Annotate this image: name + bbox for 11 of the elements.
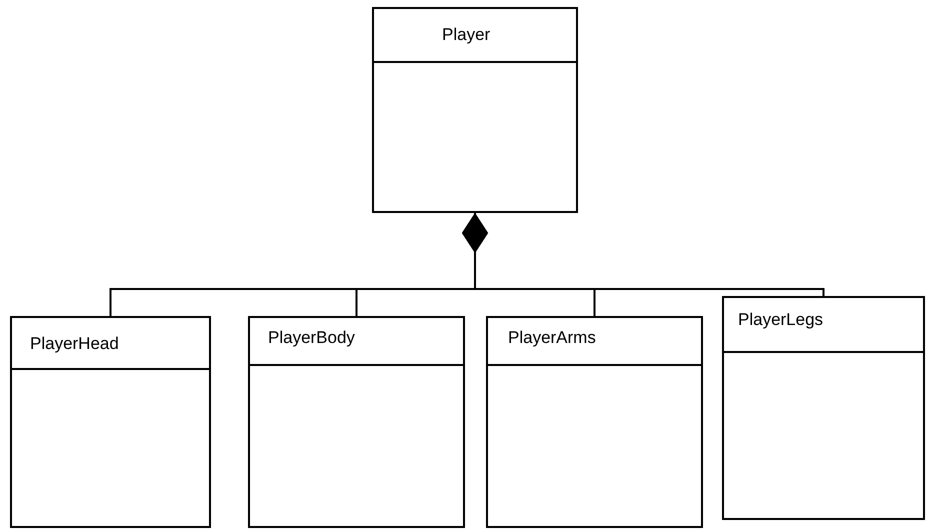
composition-line <box>462 213 824 296</box>
class-name: PlayerArms <box>508 328 596 348</box>
class-box <box>248 316 465 528</box>
class-name: Player <box>442 25 490 45</box>
class-name: PlayerLegs <box>738 310 824 330</box>
class-box <box>722 296 925 520</box>
class-box <box>10 316 211 528</box>
class-box <box>372 7 578 213</box>
class-name: PlayerHead <box>30 334 119 354</box>
class-box <box>486 316 703 528</box>
class-name: PlayerBody <box>268 328 355 348</box>
